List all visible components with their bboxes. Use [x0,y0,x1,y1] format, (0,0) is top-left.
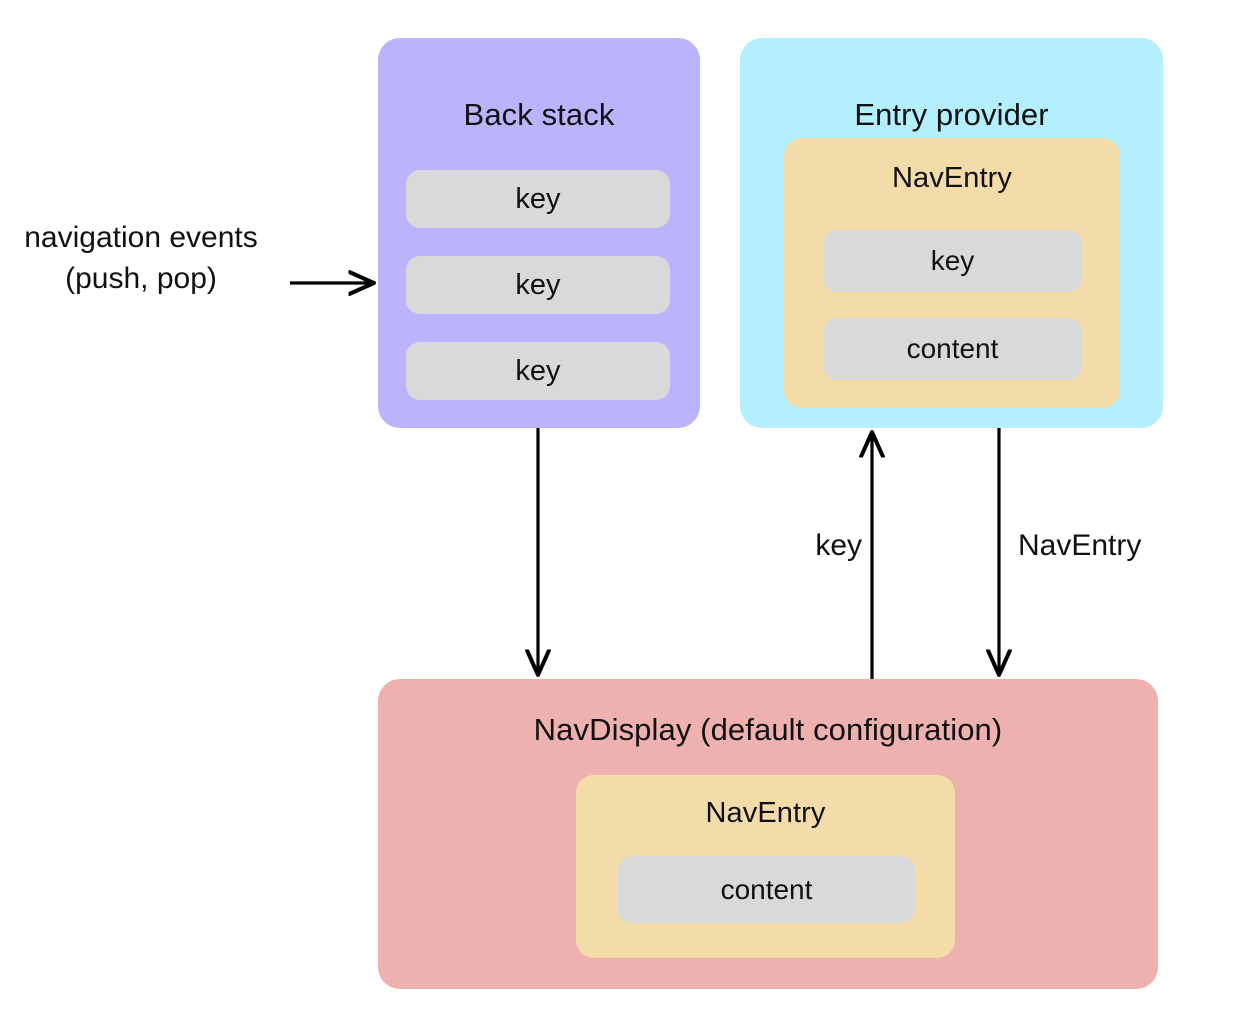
back-stack-title: Back stack [463,97,615,132]
back-stack-key-slot: key [406,256,670,314]
entry-provider-title: Entry provider [854,97,1049,132]
edge-label-naventry: NavEntry [1018,529,1142,562]
entry-provider-box: Entry provider NavEntry key content [740,38,1163,428]
back-stack-key-slot: key [406,170,670,228]
nav-entry-title: NavEntry [705,797,826,829]
entry-provider-nav-entry-box: NavEntry key content [784,138,1120,408]
edge-label-key: key [815,529,862,562]
nav-entry-content-slot: content [823,318,1082,380]
nav-display-box: NavDisplay (default configuration) NavEn… [378,679,1158,989]
nav-entry-title: NavEntry [891,162,1013,194]
nav-display-nav-entry-box: NavEntry content [576,775,955,958]
nav-entry-content-slot: content [618,856,915,923]
back-stack-key-slot: key [406,342,670,400]
nav-entry-key-slot: key [823,230,1082,292]
nav-display-title: NavDisplay (default configuration) [533,712,1003,747]
back-stack-box: Back stack key key key [378,38,700,428]
navigation-events-label: navigation events (push, pop) [24,221,258,295]
